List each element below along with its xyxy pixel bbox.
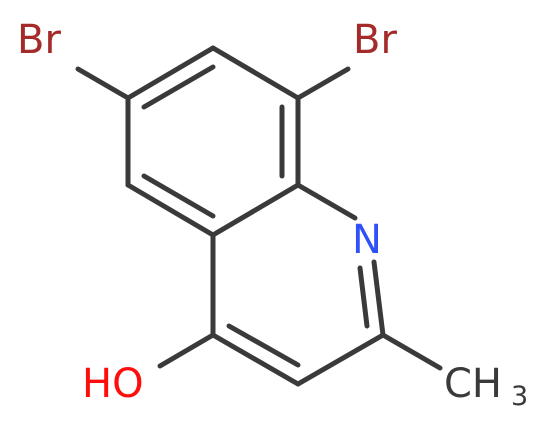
bromine-label-left: Br [17, 17, 61, 63]
methyl-label: CH [444, 361, 502, 407]
bond-c2-c3 [295, 332, 386, 387]
bond-c4a-c5 [125, 182, 216, 238]
bond-c8-br [295, 66, 351, 101]
nitrogen-label: N [352, 217, 382, 263]
bromine-label-right: Br [353, 17, 397, 63]
bond-c8a-n1 [295, 182, 358, 221]
methyl-subscript: 3 [511, 381, 528, 412]
bond-c2-ch3 [380, 332, 443, 371]
bond-c3-c4 [210, 332, 301, 387]
bond-n1-c2 [371, 259, 386, 338]
bond-c4-o [157, 332, 216, 369]
bond-c7-c8 [210, 45, 301, 101]
hydroxyl-label: HO [82, 361, 144, 407]
bond-lines [75, 45, 443, 387]
bond-c3-c4-inner [226, 323, 301, 368]
bond-c8a-c4a [210, 182, 301, 238]
bond-c6-br [75, 66, 131, 101]
bond-n1-c2-inner [357, 265, 370, 329]
bond-c6-c7 [125, 45, 216, 101]
bond-c4a-c5-inner [141, 173, 216, 219]
bond-c6-c7-inner [141, 64, 216, 110]
